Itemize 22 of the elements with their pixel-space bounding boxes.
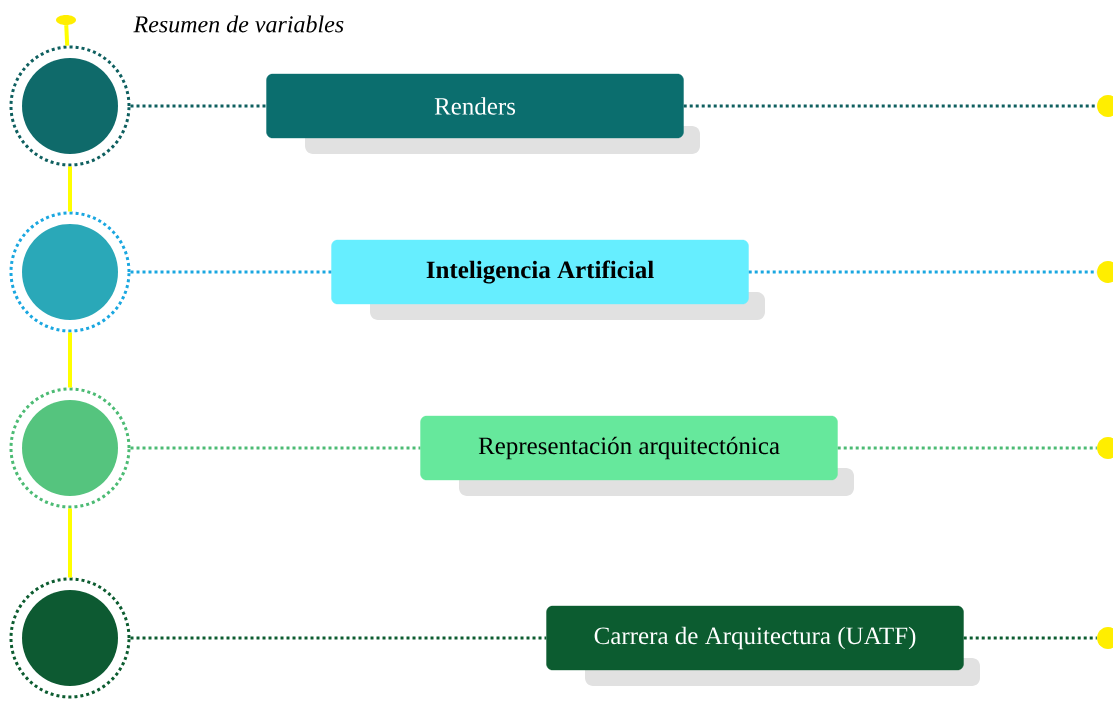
circle-button: [9, 45, 131, 167]
dotted-line: [130, 270, 332, 274]
dotted-line: [837, 446, 1097, 450]
circle-button: [9, 577, 131, 699]
pin-head: [56, 15, 76, 25]
circle-button: [9, 387, 131, 509]
label-box: Carrera de Arquitectura (UATF): [546, 605, 980, 686]
circle-button: [9, 211, 131, 333]
label-box: Inteligencia Artificial: [331, 239, 765, 320]
title: Resumen de variables: [133, 15, 344, 33]
dotted-line: [130, 446, 421, 450]
label-box: Representación arquitectónica: [420, 415, 854, 496]
connector-line: [68, 166, 72, 212]
connector-line: [64, 25, 70, 46]
connector-line: [68, 332, 72, 388]
dotted-line: [683, 104, 1097, 108]
connector-line: [68, 508, 72, 578]
dotted-line: [748, 270, 1097, 274]
dotted-line: [130, 636, 547, 640]
dotted-line: [130, 104, 267, 108]
dotted-line: [963, 636, 1097, 640]
label-box: Renders: [266, 73, 700, 154]
